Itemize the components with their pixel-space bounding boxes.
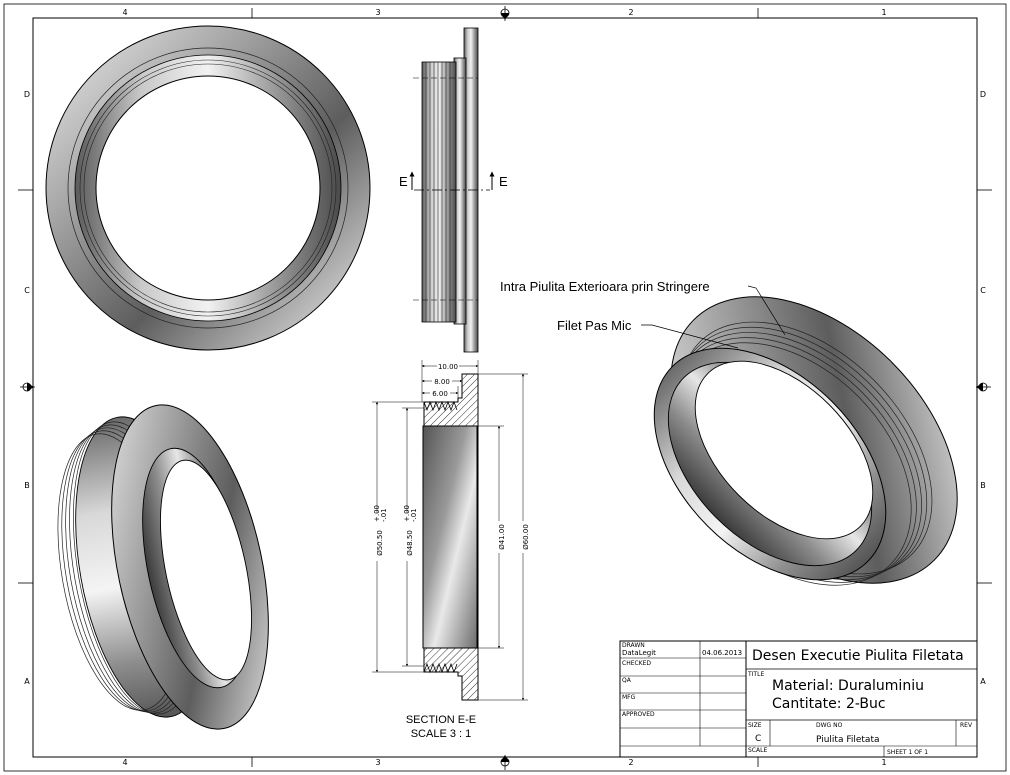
callout-fine-thread: Filet Pas Mic bbox=[557, 318, 632, 333]
callout-press-fit: Intra Piulita Exterioara prin Stringere bbox=[500, 279, 710, 294]
zone-col-label: 1 bbox=[881, 758, 886, 767]
tb-drawing-title: Desen Executie Piulita Filetata bbox=[752, 648, 964, 664]
iso-view-right: Intra Piulita Exterioara prin Stringere … bbox=[500, 279, 958, 586]
zone-row-label: B bbox=[24, 481, 30, 490]
zone-row-label: D bbox=[980, 90, 986, 99]
zone-row-label: A bbox=[980, 677, 986, 686]
front-view-ring bbox=[45, 25, 371, 351]
tb-approved-label: APPROVED bbox=[622, 711, 655, 718]
dim-tol-upper: +.00 bbox=[373, 505, 381, 522]
tb-sheet: SHEET 1 OF 1 bbox=[887, 749, 928, 756]
zone-row-label: C bbox=[24, 286, 30, 295]
tb-rev-label: REV bbox=[960, 722, 973, 729]
section-marker-left: E bbox=[399, 174, 408, 189]
dim-dia-41: Ø41.00 bbox=[498, 524, 506, 550]
dim-8: 8.00 bbox=[434, 378, 450, 386]
dim-tol-lower: -.01 bbox=[380, 508, 388, 522]
tb-dwg-no-value: Piulita Filetata bbox=[816, 735, 880, 745]
tb-drawn-date: 04.06.2013 bbox=[702, 649, 742, 657]
title-block-text: DRAWN DataLegit 04.06.2013 CHECKED QA MF… bbox=[622, 642, 973, 756]
zone-col-label: 1 bbox=[881, 8, 886, 17]
leader-line-2 bbox=[641, 324, 739, 349]
tb-title-label: TITLE bbox=[747, 671, 764, 678]
dim-6: 6.00 bbox=[432, 390, 448, 398]
tb-drawn-label: DRAWN bbox=[622, 642, 645, 649]
zone-col-label: 2 bbox=[628, 758, 633, 767]
dim-10: 10.00 bbox=[438, 363, 458, 371]
zone-col-label: 3 bbox=[375, 758, 380, 767]
dim-dia-48-50: Ø48.50 bbox=[406, 530, 414, 556]
section-marker-right: E bbox=[499, 174, 508, 189]
tb-scale-label: SCALE bbox=[748, 747, 767, 754]
zone-ticks bbox=[18, 8, 992, 767]
zone-col-label: 4 bbox=[122, 758, 127, 767]
tb-mfg-label: MFG bbox=[622, 694, 636, 701]
iso-view-left bbox=[57, 404, 269, 730]
zone-row-label: C bbox=[980, 286, 986, 295]
zone-row-label: B bbox=[980, 481, 986, 490]
section-scale: SCALE 3 : 1 bbox=[411, 728, 472, 740]
tb-size-label: SIZE bbox=[748, 722, 762, 729]
outer-border bbox=[3, 3, 1007, 772]
zone-row-label: A bbox=[24, 677, 30, 686]
center-marks bbox=[20, 6, 991, 770]
tb-material: Material: Duraluminiu bbox=[772, 678, 924, 694]
tb-size-value: C bbox=[755, 734, 761, 744]
title-block bbox=[619, 640, 978, 758]
section-title: SECTION E-E bbox=[406, 714, 476, 726]
tb-dwg-no-label: DWG NO bbox=[816, 722, 843, 729]
dim-tol-upper: +.00 bbox=[403, 505, 411, 522]
zone-labels: 4 3 2 1 4 3 2 1 D C B A D C B A bbox=[24, 8, 986, 767]
zone-col-label: 2 bbox=[628, 8, 633, 17]
zone-row-label: D bbox=[24, 90, 30, 99]
tb-checked-label: CHECKED bbox=[622, 660, 651, 667]
zone-col-label: 4 bbox=[122, 8, 127, 17]
dim-tol-lower: -.01 bbox=[410, 508, 418, 522]
dim-dia-50-50: Ø50.50 bbox=[376, 530, 384, 556]
zone-col-label: 3 bbox=[375, 8, 380, 17]
tb-qa-label: QA bbox=[622, 677, 632, 684]
leader-line-1 bbox=[747, 285, 786, 336]
dim-dia-60: Ø60.00 bbox=[522, 524, 530, 550]
tb-drawn-by: DataLegit bbox=[622, 649, 656, 657]
tb-quantity: Cantitate: 2-Buc bbox=[772, 696, 886, 712]
side-view: E E bbox=[399, 27, 508, 353]
section-view: 10.00 8.00 6.00 Ø50.50 +.00 -.01 Ø48.50 … bbox=[372, 360, 530, 740]
